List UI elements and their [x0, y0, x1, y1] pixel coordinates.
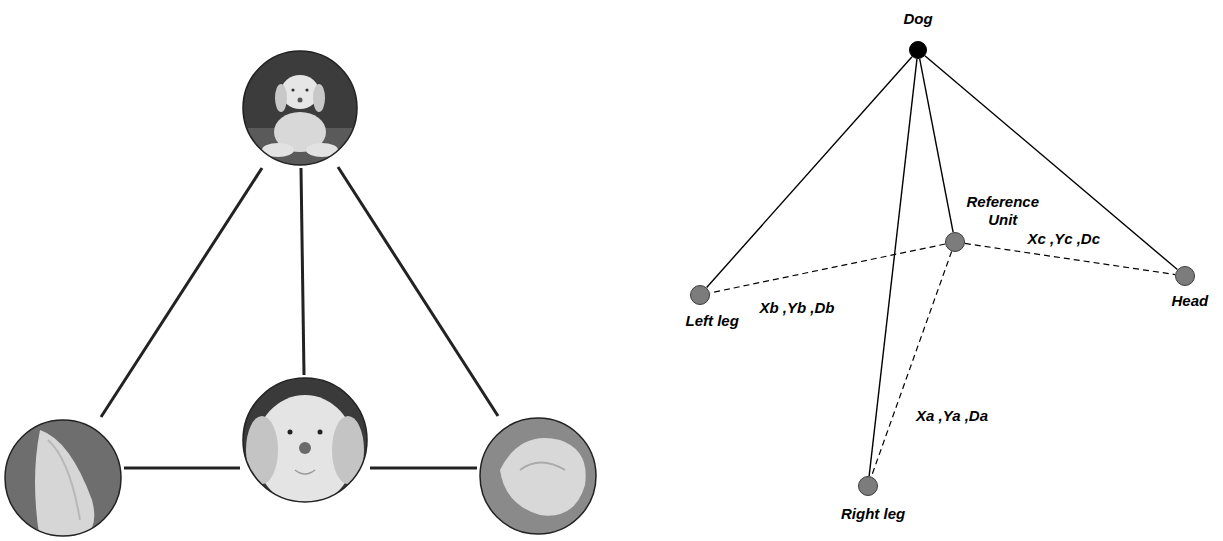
- connector-line: [925, 56, 1177, 270]
- graph-node: Head: [1175, 266, 1195, 286]
- connector-line: [707, 57, 912, 288]
- graph-node: Right leg: [858, 476, 878, 496]
- dashed-connector: [871, 251, 951, 476]
- node-dot: [858, 476, 878, 496]
- edge-label: Xa ,Ya ,Da: [914, 407, 990, 425]
- node-label: Right leg: [841, 505, 905, 523]
- photo-link: [124, 467, 240, 470]
- graph-node: Dog: [909, 41, 927, 59]
- edge-label: Xc ,Yc ,Dc: [1026, 230, 1103, 248]
- photo-frame: [243, 51, 357, 165]
- leg-photo: [480, 418, 596, 534]
- connector-line: [869, 59, 917, 476]
- face-photo: [240, 375, 370, 505]
- dog-photo: [240, 48, 360, 168]
- edge-label: Xb ,Yb ,Db: [758, 299, 837, 317]
- node-label: Head: [1172, 292, 1209, 310]
- node-label: Reference Unit: [967, 193, 1040, 229]
- photo-link: [301, 168, 304, 375]
- node-dot: [690, 285, 710, 305]
- node-label: Dog: [904, 10, 933, 28]
- dashed-connector: [965, 243, 1175, 274]
- node-dot: [1175, 266, 1195, 286]
- photo-link: [101, 168, 262, 417]
- dashed-connector: [710, 244, 945, 293]
- node-label: Left leg: [686, 312, 739, 330]
- node-dot: [945, 232, 965, 252]
- photo-link: [370, 467, 477, 470]
- leg-photo: [5, 420, 121, 540]
- photo-frame: [5, 420, 121, 536]
- node-dot: [909, 41, 927, 59]
- graph-node: Reference Unit: [945, 232, 965, 252]
- connector-line: [920, 59, 953, 232]
- photo-link: [338, 167, 498, 416]
- photo-frame: [243, 378, 367, 502]
- photo-frame: [480, 418, 596, 534]
- graph-node: Left leg: [690, 285, 710, 305]
